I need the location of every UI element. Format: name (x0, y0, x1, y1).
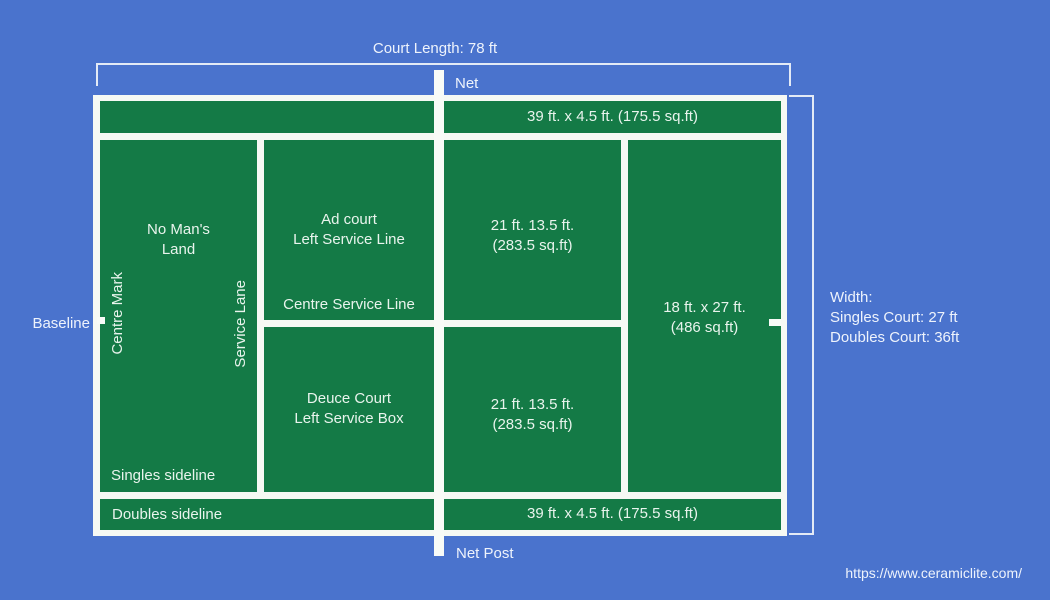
centre-mark-label: Centre Mark (109, 272, 126, 355)
width-title: Width: (830, 289, 873, 306)
ad-court-label: Ad court Left Service Line (293, 211, 405, 248)
width-doubles: Doubles Court: 36ft (830, 329, 960, 346)
width-tick (769, 319, 781, 326)
service-box-lower-dimension: 21 ft. 13.5 ft. (283.5 sq.ft) (490, 396, 575, 433)
source-url: https://www.ceramiclite.com/ (845, 565, 1022, 581)
alley-top-left (100, 101, 435, 133)
alley-top-dimension: 39 ft. x 4.5 ft. (175.5 sq.ft) (527, 108, 698, 125)
singles-sideline-label: Singles sideline (111, 467, 216, 484)
service-lane-label: Service Lane (232, 280, 249, 368)
centre-service-line-label: Centre Service Line (283, 296, 415, 313)
court-length-bracket (96, 63, 791, 86)
backcourt-right-cell: 18 ft. x 27 ft. (486 sq.ft) (628, 140, 781, 492)
no-mans-land-label: No Man's Land (147, 221, 210, 258)
net-label: Net (455, 75, 479, 92)
net-post-label: Net Post (456, 545, 514, 562)
court-width-bracket (789, 95, 814, 535)
court-length-label: Court Length: 78 ft (372, 40, 498, 57)
ad-court-cell: Ad court Left Service Line Centre Servic… (264, 140, 434, 320)
deuce-court-label: Deuce Court Left Service Box (294, 390, 404, 427)
service-box-upper-dimension: 21 ft. 13.5 ft. (283.5 sq.ft) (490, 217, 575, 254)
service-box-lower-right-cell: 21 ft. 13.5 ft. (283.5 sq.ft) (444, 327, 621, 492)
alley-bottom-left: Doubles sideline (100, 499, 435, 530)
doubles-sideline-label: Doubles sideline (112, 506, 223, 523)
net-line (434, 70, 444, 556)
alley-bottom-dimension: 39 ft. x 4.5 ft. (175.5 sq.ft) (527, 505, 698, 522)
deuce-court-cell: Deuce Court Left Service Box (264, 327, 434, 492)
service-box-upper-right-cell: 21 ft. 13.5 ft. (283.5 sq.ft) (444, 140, 621, 320)
no-mans-land-cell: No Man's Land Centre Mark Service Lane S… (100, 140, 257, 492)
alley-bottom-right: 39 ft. x 4.5 ft. (175.5 sq.ft) (444, 499, 781, 530)
backcourt-right-dimension: 18 ft. x 27 ft. (486 sq.ft) (663, 299, 746, 336)
alley-top-right: 39 ft. x 4.5 ft. (175.5 sq.ft) (444, 101, 781, 133)
width-singles: Singles Court: 27 ft (830, 309, 958, 326)
width-info-block: Width: Singles Court: 27 ft Doubles Cour… (830, 288, 959, 348)
baseline-tick (97, 317, 105, 324)
baseline-label: Baseline (32, 315, 90, 332)
